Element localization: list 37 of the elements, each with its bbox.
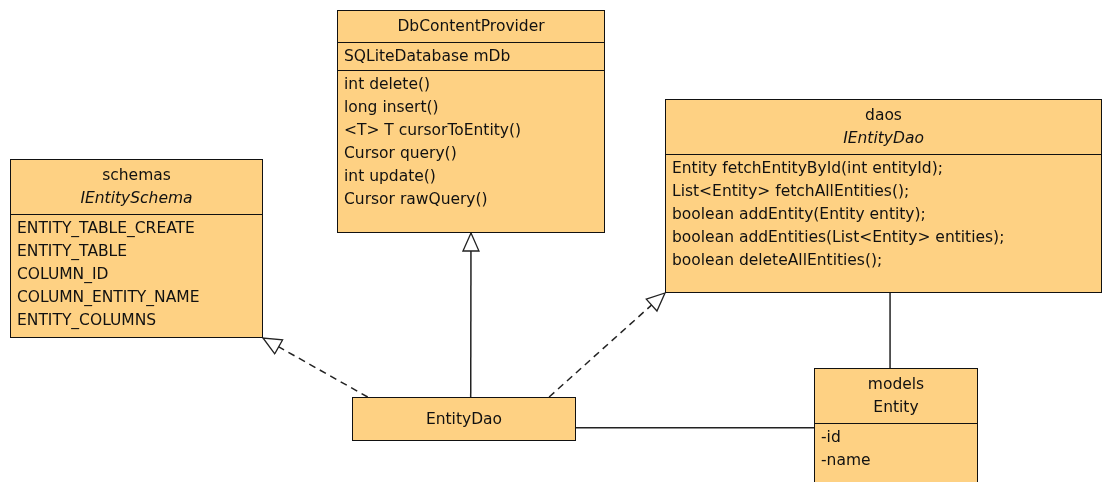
member-text: ENTITY_TABLE	[17, 241, 128, 262]
member-text: COLUMN_ID	[17, 264, 109, 285]
member-text: <T> T cursorToEntity()	[344, 120, 522, 141]
class-box	[814, 368, 978, 482]
member-text: Cursor query()	[344, 143, 457, 164]
member-text: -name	[821, 450, 871, 471]
class-header-text: daos	[865, 105, 902, 126]
member-text: ENTITY_TABLE_CREATE	[17, 218, 195, 239]
generalization-arrow	[462, 232, 480, 398]
class-header-text: IEntityDao	[843, 128, 924, 149]
class-header-text: schemas	[102, 165, 171, 186]
generalization-arrow	[548, 292, 666, 398]
class-box	[337, 10, 605, 233]
member-text: boolean deleteAllEntities();	[672, 250, 883, 271]
member-text: boolean addEntities(List<Entity> entities);	[672, 227, 1005, 248]
class-box	[352, 397, 576, 441]
association-line	[575, 427, 815, 429]
member-text: ENTITY_COLUMNS	[17, 310, 157, 331]
member-text: int delete()	[344, 74, 431, 95]
member-text: SQLiteDatabase mDb	[344, 46, 511, 67]
class-box	[10, 159, 263, 338]
generalization-arrow	[262, 337, 369, 398]
class-header-text: EntityDao	[425, 408, 503, 430]
member-text: int update()	[344, 166, 436, 187]
member-text: -id	[821, 427, 841, 448]
member-text: long insert()	[344, 97, 439, 118]
association-line	[889, 292, 891, 369]
member-text: Entity fetchEntityById(int entityId);	[672, 158, 943, 179]
class-header-text: Entity	[873, 397, 919, 418]
class-header-text: IEntitySchema	[80, 188, 193, 209]
member-text: COLUMN_ENTITY_NAME	[17, 287, 200, 308]
class-header-text: DbContentProvider	[397, 16, 545, 37]
member-text: List<Entity> fetchAllEntities();	[672, 181, 910, 202]
class-header-text: models	[867, 374, 925, 395]
member-text: boolean addEntity(Entity entity);	[672, 204, 926, 225]
class-box	[665, 99, 1102, 293]
member-text: Cursor rawQuery()	[344, 189, 488, 210]
